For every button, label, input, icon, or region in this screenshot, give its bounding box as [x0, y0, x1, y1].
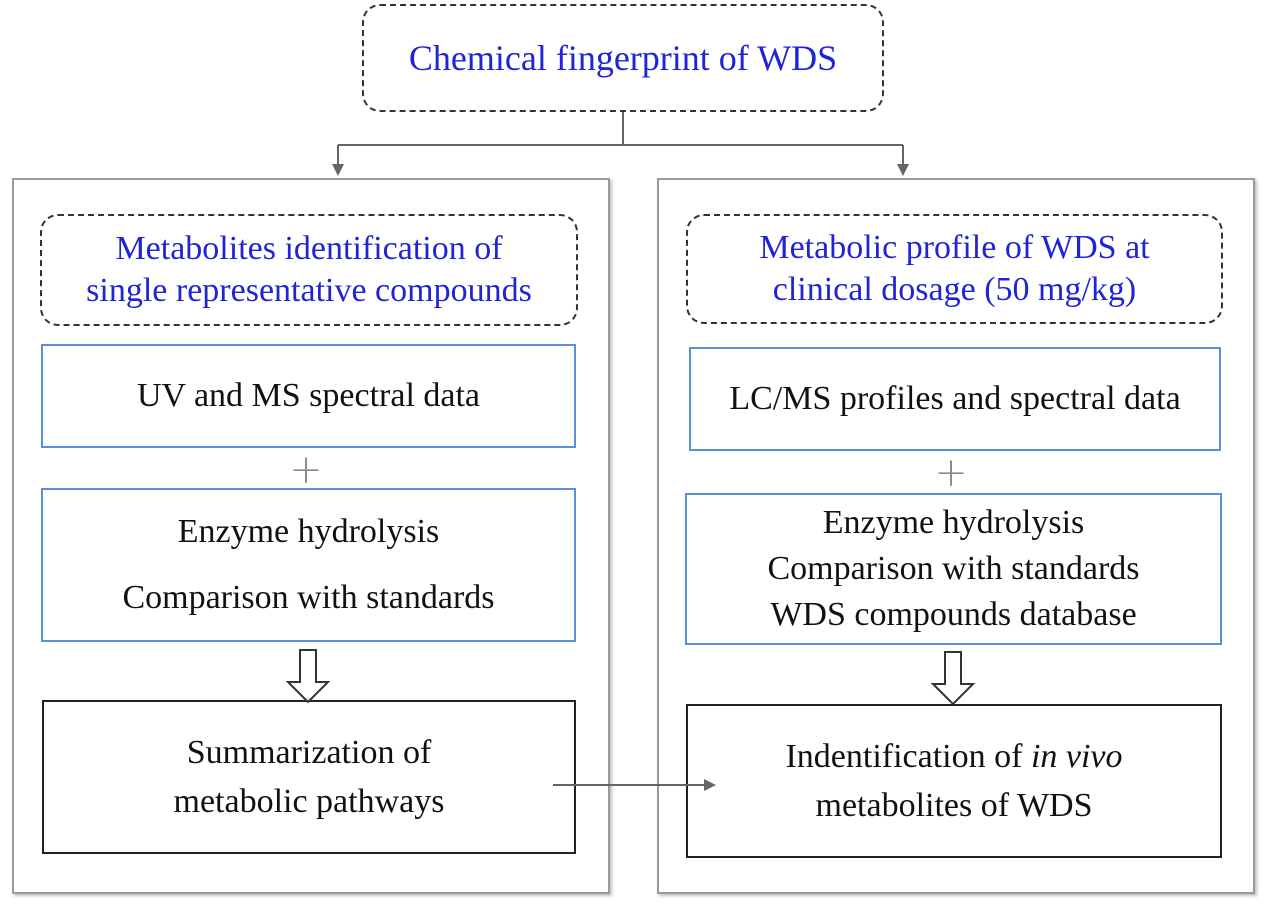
- right-result-line-1-prefix: Indentification of: [785, 737, 1031, 775]
- left-header-line-2: single representative compounds: [86, 272, 532, 309]
- right-header-line-1: Metabolic profile of WDS at: [759, 228, 1150, 266]
- right-result-line-1: Indentification of in vivo: [785, 732, 1122, 781]
- right-plus-sign: +: [929, 450, 973, 496]
- left-plus-sign: +: [284, 447, 328, 493]
- left-result-line-2: metabolic pathways: [173, 783, 445, 820]
- left-hollow-arrow: [285, 649, 331, 704]
- right-spectral-data-box: LC/MS profiles and spectral data: [689, 347, 1221, 451]
- right-methods-box: Enzyme hydrolysis Comparison with standa…: [685, 493, 1222, 645]
- left-header-node: Metabolites identification of single rep…: [40, 214, 578, 326]
- right-result-box: Indentification of in vivo metabolites o…: [686, 704, 1222, 858]
- right-hollow-arrow: [930, 651, 976, 706]
- right-spectral-data-label: LC/MS profiles and spectral data: [729, 379, 1181, 417]
- right-methods-line-1: Enzyme hydrolysis: [822, 504, 1085, 542]
- right-methods-line-2: Comparison with standards: [767, 550, 1140, 588]
- right-result-line-1-italic: in vivo: [1030, 737, 1123, 775]
- left-header-line-1: Metabolites identification of: [115, 229, 503, 267]
- right-header-node: Metabolic profile of WDS at clinical dos…: [686, 214, 1223, 324]
- right-methods-line-3: WDS compounds database: [770, 595, 1137, 633]
- left-spectral-data-label: UV and MS spectral data: [136, 376, 481, 414]
- right-plus-text: +: [934, 450, 968, 496]
- top-node-title: Chemical fingerprint of WDS: [408, 37, 838, 78]
- left-methods-line-2: Comparison with standards: [122, 579, 495, 616]
- left-plus-text: +: [289, 447, 323, 493]
- top-split-connector: [332, 112, 909, 176]
- top-node-chemical-fingerprint: Chemical fingerprint of WDS: [362, 4, 884, 112]
- right-header-line-2: clinical dosage (50 mg/kg): [772, 271, 1137, 308]
- left-result-box: Summarization of metabolic pathways: [42, 700, 576, 854]
- right-result-line-2: metabolites of WDS: [815, 787, 1093, 824]
- left-methods-line-1: Enzyme hydrolysis: [177, 512, 440, 550]
- left-result-line-1: Summarization of: [186, 733, 432, 771]
- left-spectral-data-box: UV and MS spectral data: [41, 344, 576, 448]
- left-methods-box: Enzyme hydrolysis Comparison with standa…: [41, 488, 576, 642]
